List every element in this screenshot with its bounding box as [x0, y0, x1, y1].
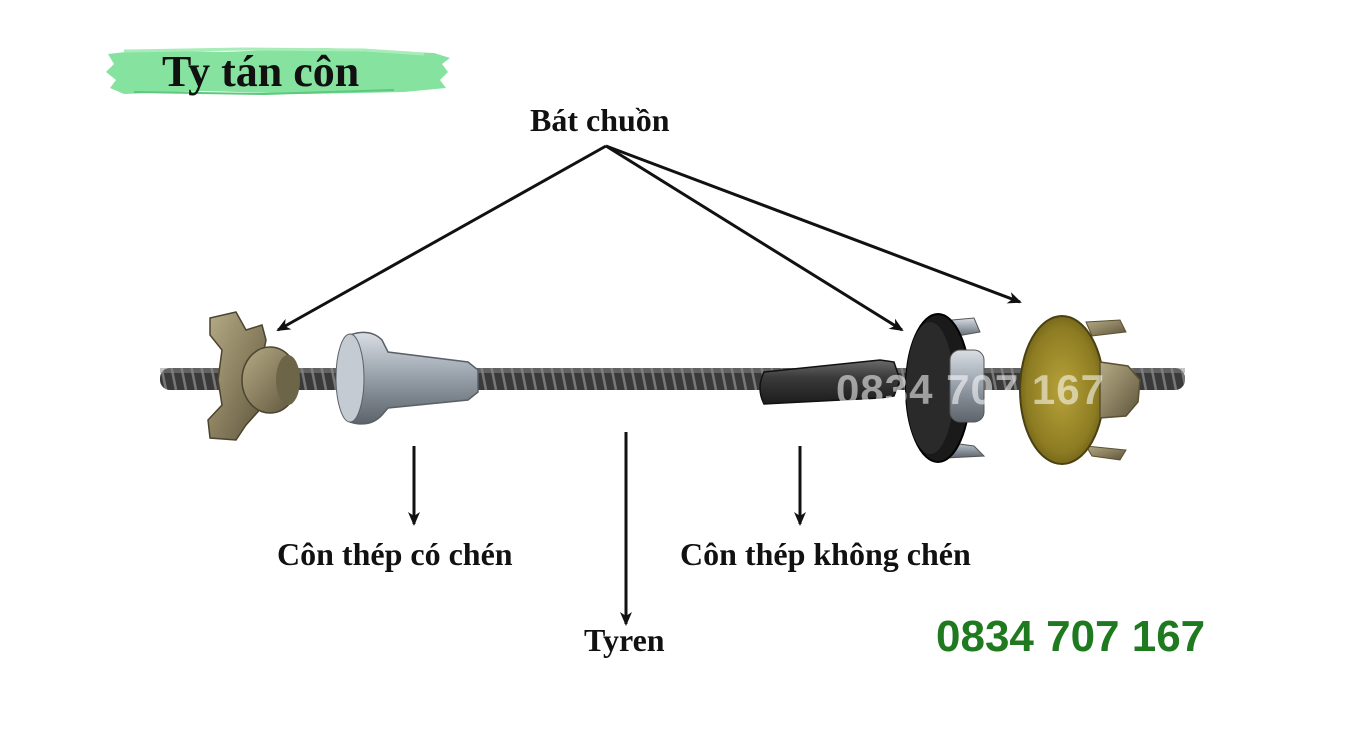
label-con-thep-khong-chen: Côn thép không chén — [680, 536, 971, 572]
phone-number: 0834 707 167 — [936, 612, 1206, 661]
arrow-bat-chuon-left — [276, 144, 607, 332]
phone-watermark: 0834 707 167 — [836, 366, 1105, 413]
zinc-cone-with-cup — [335, 331, 479, 425]
title-banner: Ty tán côn — [104, 44, 452, 98]
arrow-bat-chuon-black — [605, 144, 904, 332]
yellow-washer-wing-nut — [1019, 315, 1141, 465]
black-washer-wing-nut — [905, 313, 986, 463]
arrow-bat-chuon-yellow — [605, 144, 1022, 304]
label-con-thep-co-chen: Côn thép có chén — [277, 536, 513, 572]
wing-nut-left — [207, 311, 300, 441]
title-highlight-brush — [106, 47, 450, 96]
page-title: Ty tán côn — [162, 47, 360, 96]
label-bat-chuon: Bát chuồn — [530, 102, 670, 138]
black-cone-without-cup — [759, 359, 901, 405]
label-tyren: Tyren — [584, 622, 665, 658]
